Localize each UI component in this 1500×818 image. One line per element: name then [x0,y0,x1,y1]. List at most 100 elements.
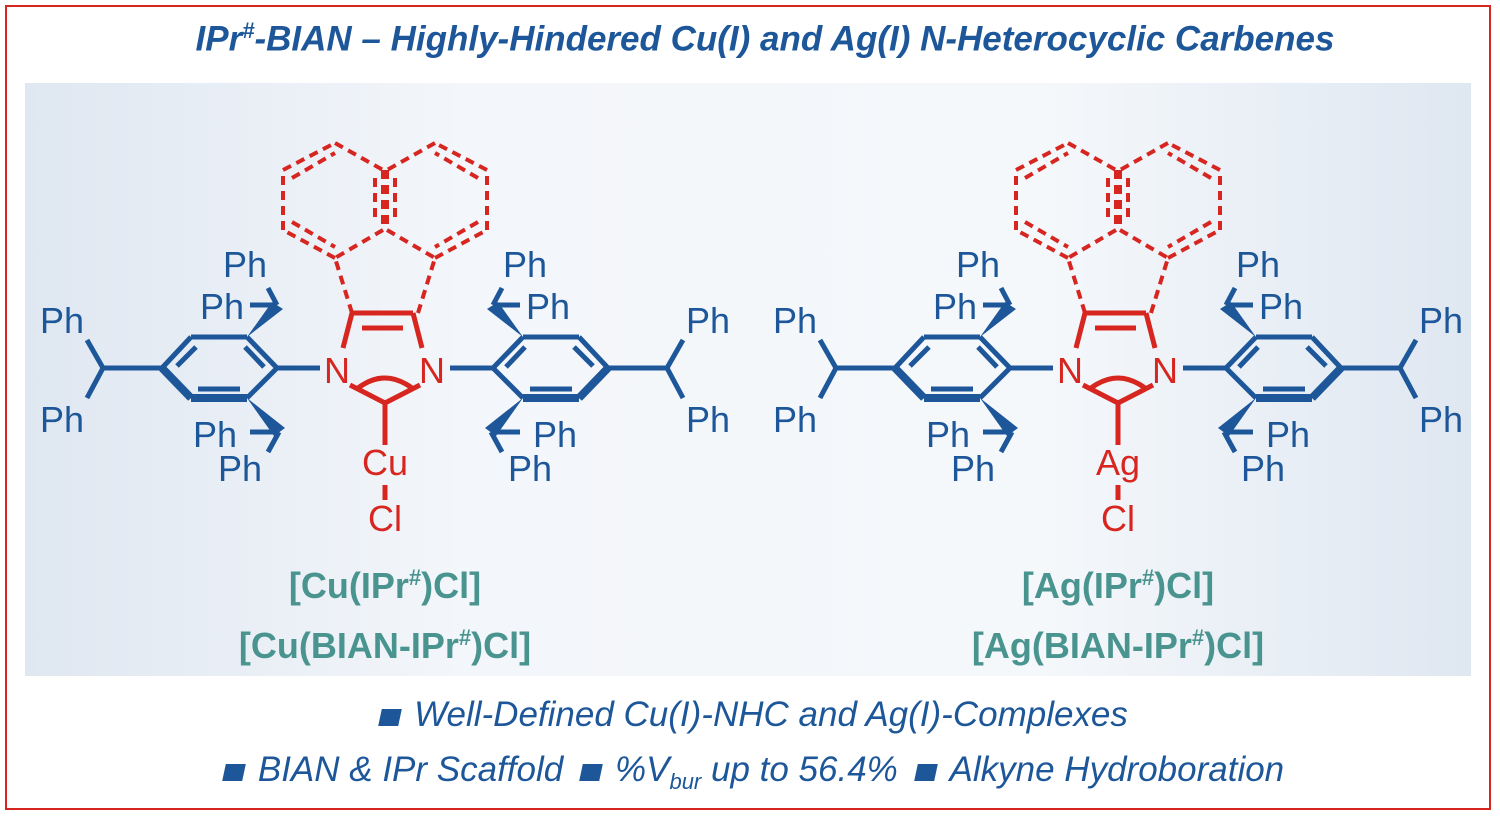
bond [245,366,279,400]
phenyl-label: Ph [503,244,547,285]
bond [410,312,425,349]
wedge-bond [247,302,283,337]
dashed-bond [333,228,385,260]
halide-label: Cl [1101,498,1135,539]
bullet-square-icon [378,709,402,726]
bond [893,335,926,370]
label-ag-bian: [Ag(BIAN-IPr#)Cl] [971,625,1265,666]
bullet-text: BIAN & IPr Scaffold [257,750,564,789]
bullet-line-1: Well-Defined Cu(I)-NHC and Ag(I)-Complex… [0,695,1500,735]
phenyl-label: Ph [951,448,995,489]
bond [978,335,1012,370]
phenyl-label: Ph [526,286,570,327]
dashed-bond [1015,228,1069,260]
bullet-square-icon [579,764,603,781]
bond [1073,312,1088,349]
bond [491,366,525,400]
dashed-bond [290,151,337,180]
bond [1309,365,1344,401]
title-sup: # [242,18,255,43]
bond [265,286,280,307]
bond [892,365,927,401]
bond [1224,335,1258,370]
dashed-bond [1166,151,1213,180]
dashed-bond [1066,257,1087,314]
dashed-bond [416,257,437,314]
wedge-bond [247,398,285,436]
title-prefix: IPr [195,19,243,59]
compound-label-cu: [Cu(IPr#)Cl] [Cu(BIAN-IPr#)Cl] [135,552,635,672]
bond [978,366,1012,400]
bullet-line-2: BIAN & IPr Scaffold %Vbur up to 56.4% Al… [0,750,1500,795]
label-cu-bian: [Cu(BIAN-IPr#)Cl] [238,625,532,666]
phenyl-label: Ph [223,244,267,285]
bond [490,286,505,307]
bond [1116,382,1155,406]
wedge-bond [487,302,523,337]
bond [572,345,595,368]
bond [1224,366,1258,400]
metal-label: Cu [362,442,408,483]
wedge-bond [1218,398,1256,436]
phenyl-label: Ph [686,300,730,341]
bullet-square-icon [913,764,938,781]
phenyl-label: Ph [1241,448,1285,489]
phenyl-label: Ph [40,300,84,341]
bond [1397,366,1419,400]
dashed-bond [282,141,336,172]
dashed-bond [433,151,480,180]
bond [1223,286,1238,307]
dashed-bond [282,228,336,260]
phenyl-label: Ph [686,399,730,440]
dashed-bond [1149,257,1170,314]
dashed-bond [333,257,354,314]
phenyl-label: Ph [773,300,817,341]
bond [84,338,106,370]
bond [265,430,282,454]
phenyl-label: Ph [1259,286,1303,327]
bond [817,338,839,370]
dashed-bond [1166,220,1213,249]
phenyl-label: Ph [773,399,817,440]
dashed-bond [1067,141,1117,172]
nitrogen-label: N [1057,350,1083,391]
bond [664,366,686,400]
wedge-bond [980,398,1018,436]
phenyl-label: Ph [218,448,262,489]
dashed-bond [1023,220,1070,249]
red-border-frame [5,5,1491,810]
bond [976,345,999,369]
page-title: IPr#-BIAN – Highly-Hindered Cu(I) and Ag… [0,18,1500,60]
bond [998,286,1013,307]
dashed-bond [1119,141,1169,172]
bond [664,338,686,370]
phenyl-label: Ph [193,414,237,455]
bond [1397,338,1419,370]
dashed-bond [1023,151,1070,180]
bond [160,335,193,370]
phenyl-label: Ph [533,414,577,455]
bond [1081,382,1120,406]
bullet-text: %V [614,750,670,789]
phenyl-label: Ph [40,399,84,440]
bond [908,345,931,368]
bond [504,345,527,369]
bond [1305,345,1328,368]
bullet-text: Well-Defined Cu(I)-NHC and Ag(I)-Complex… [414,695,1128,734]
dashed-bond [1118,228,1170,260]
nitrogen-label: N [419,350,445,391]
bond [159,365,194,401]
dashed-bond [386,141,436,172]
phenyl-label: Ph [956,244,1000,285]
bond [245,335,279,370]
bond [383,382,422,406]
bond [1310,335,1343,370]
bond [817,366,839,400]
phenyl-label: Ph [933,286,977,327]
dashed-bond [434,228,488,260]
bond [488,430,505,454]
dashed-bond [385,228,437,260]
